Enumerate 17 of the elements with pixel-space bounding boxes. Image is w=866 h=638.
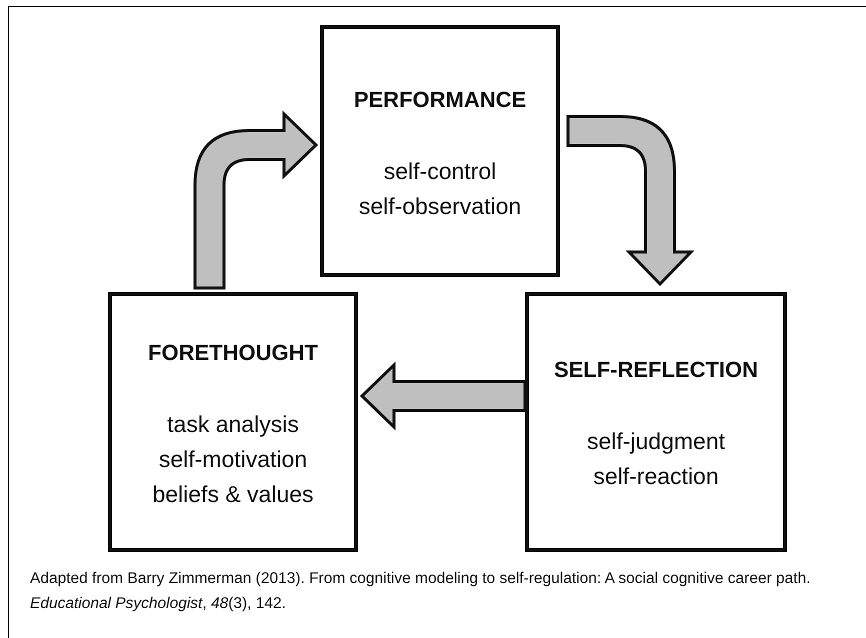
phase-heading: SELF-REFLECTION bbox=[554, 356, 758, 384]
self-reflection-box bbox=[525, 292, 787, 552]
phase-heading: PERFORMANCE bbox=[354, 86, 526, 114]
phase-item: task analysis bbox=[167, 410, 299, 439]
phase-item: beliefs & values bbox=[152, 480, 314, 509]
phase-item: self-reaction bbox=[593, 462, 719, 491]
block-arrow bbox=[566, 115, 692, 286]
phase-item: self-judgment bbox=[586, 427, 726, 456]
block-arrow bbox=[194, 112, 318, 290]
source-caption: Adapted from Barry Zimmerman (2013). From cognitive modeling to self-regulation: A social cognitive career path. Educational Psychologist, 48(3), 142. bbox=[30, 569, 812, 614]
block-arrow bbox=[360, 361, 526, 431]
phase-item: self-motivation bbox=[158, 445, 308, 474]
phase-item: self-observation bbox=[358, 192, 522, 221]
performance-box bbox=[320, 25, 560, 277]
phase-heading: FORETHOUGHT bbox=[148, 339, 318, 367]
phase-item: self-control bbox=[384, 157, 496, 186]
forethought-box bbox=[108, 292, 358, 552]
